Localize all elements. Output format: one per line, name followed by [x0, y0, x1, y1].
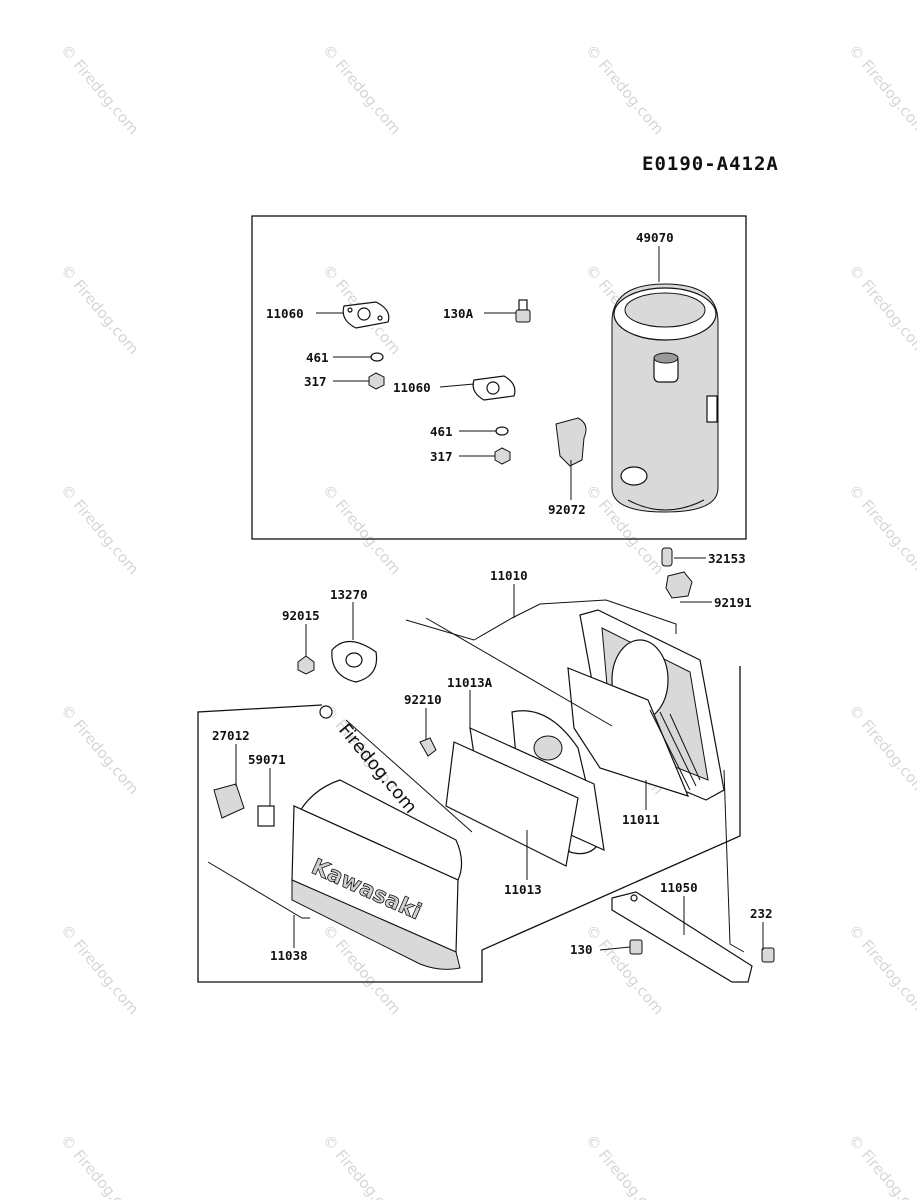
air-cleaner-group-outline: [197, 666, 741, 983]
label-59071: 59071: [248, 752, 286, 767]
label-317-lower: 317: [430, 449, 453, 464]
watermark-text: © Firedog.com: [57, 261, 142, 358]
watermark-text: © Firedog.com: [319, 481, 404, 578]
clip-27012-drawing: [213, 783, 245, 819]
watermark-text: © Firedog.com: [319, 41, 404, 138]
watermark-text: © Firedog.com: [845, 921, 917, 1018]
watermark-text: © Firedog.com: [845, 481, 917, 578]
watermark-text: © Firedog.com: [319, 1131, 404, 1200]
bolt-130-drawing: [629, 939, 643, 955]
washer-upper-drawing: [370, 352, 384, 362]
washer-lower-drawing: [495, 426, 509, 436]
label-11013: 11013: [504, 882, 542, 897]
watermark-text: © Firedog.com: [57, 921, 142, 1018]
clamp-drawing: [665, 571, 693, 599]
label-130: 130: [570, 942, 593, 957]
label-11010: 11010: [490, 568, 528, 583]
nut-lower-drawing: [494, 447, 511, 465]
label-92015: 92015: [282, 608, 320, 623]
part-labels: 49070 11060 130A 461 317 11060 461 317 9…: [212, 230, 773, 963]
watermark-text: © Firedog.com: [582, 1131, 667, 1200]
clip-59071-drawing: [257, 805, 275, 827]
label-11011: 11011: [622, 812, 660, 827]
watermark-text: © Firedog.com: [57, 701, 142, 798]
watermark-text: © Firedog.com: [57, 1131, 142, 1200]
fitting-drawing: [661, 547, 673, 567]
label-27012: 27012: [212, 728, 250, 743]
label-130A: 130A: [443, 306, 474, 321]
watermark-text: © Firedog.com: [57, 41, 142, 138]
cover-group-line-2: [345, 719, 473, 833]
nut-upper-drawing: [368, 372, 385, 390]
wing-nut-drawing: [419, 737, 437, 757]
watermark-text: © Firedog.com: [845, 41, 917, 138]
label-11013A: 11013A: [447, 675, 493, 690]
air-cleaner-base-drawing: [567, 609, 725, 801]
watermark-text: © Firedog.com: [845, 1131, 917, 1200]
bracket-11050-drawing: [611, 891, 753, 983]
label-49070: 49070: [636, 230, 674, 245]
bracket-drawing: [555, 417, 587, 467]
watermark-text: © Firedog.com: [57, 481, 142, 578]
watermark-text: © Firedog.com: [582, 41, 667, 138]
gasket-upper-drawing: [342, 301, 390, 329]
label-32153: 32153: [708, 551, 746, 566]
bolt-232-drawing: [761, 947, 775, 963]
diagram-code: E0190-A412A: [642, 153, 779, 175]
label-317-upper: 317: [304, 374, 327, 389]
label-92210: 92210: [404, 692, 442, 707]
label-92191: 92191: [714, 595, 752, 610]
muffler-group-box: [251, 215, 747, 540]
label-11060-lower: 11060: [393, 380, 431, 395]
element-inner-drawing: [445, 726, 605, 867]
muffler-drawing: [611, 283, 719, 513]
watermark-text: © Firedog.com: [845, 261, 917, 358]
nut-92015-drawing: [297, 655, 315, 675]
label-11060-upper: 11060: [266, 306, 304, 321]
assembly-group-line: [405, 599, 677, 641]
gasket-13270-hole: [345, 652, 363, 668]
cover-group-line: [207, 861, 310, 919]
registered-mark: [319, 705, 333, 719]
bracket-group-line: [723, 769, 745, 953]
label-11038: 11038: [270, 948, 308, 963]
bolt-130A-drawing: [515, 299, 531, 323]
label-232: 232: [750, 906, 773, 921]
cover-drawing: Kawasaki: [291, 779, 463, 970]
label-461-upper: 461: [306, 350, 329, 365]
label-461-lower: 461: [430, 424, 453, 439]
label-11050: 11050: [660, 880, 698, 895]
assembly-group-line-2: [425, 617, 613, 727]
label-13270: 13270: [330, 587, 368, 602]
watermark-layer: © Firedog.com © Firedog.com © Firedog.com ©…: [57, 41, 917, 1200]
watermark-text: © Firedog.com: [845, 701, 917, 798]
gasket-lower-drawing: [472, 375, 516, 401]
leader-lines: [235, 246, 764, 951]
label-92072: 92072: [548, 502, 586, 517]
